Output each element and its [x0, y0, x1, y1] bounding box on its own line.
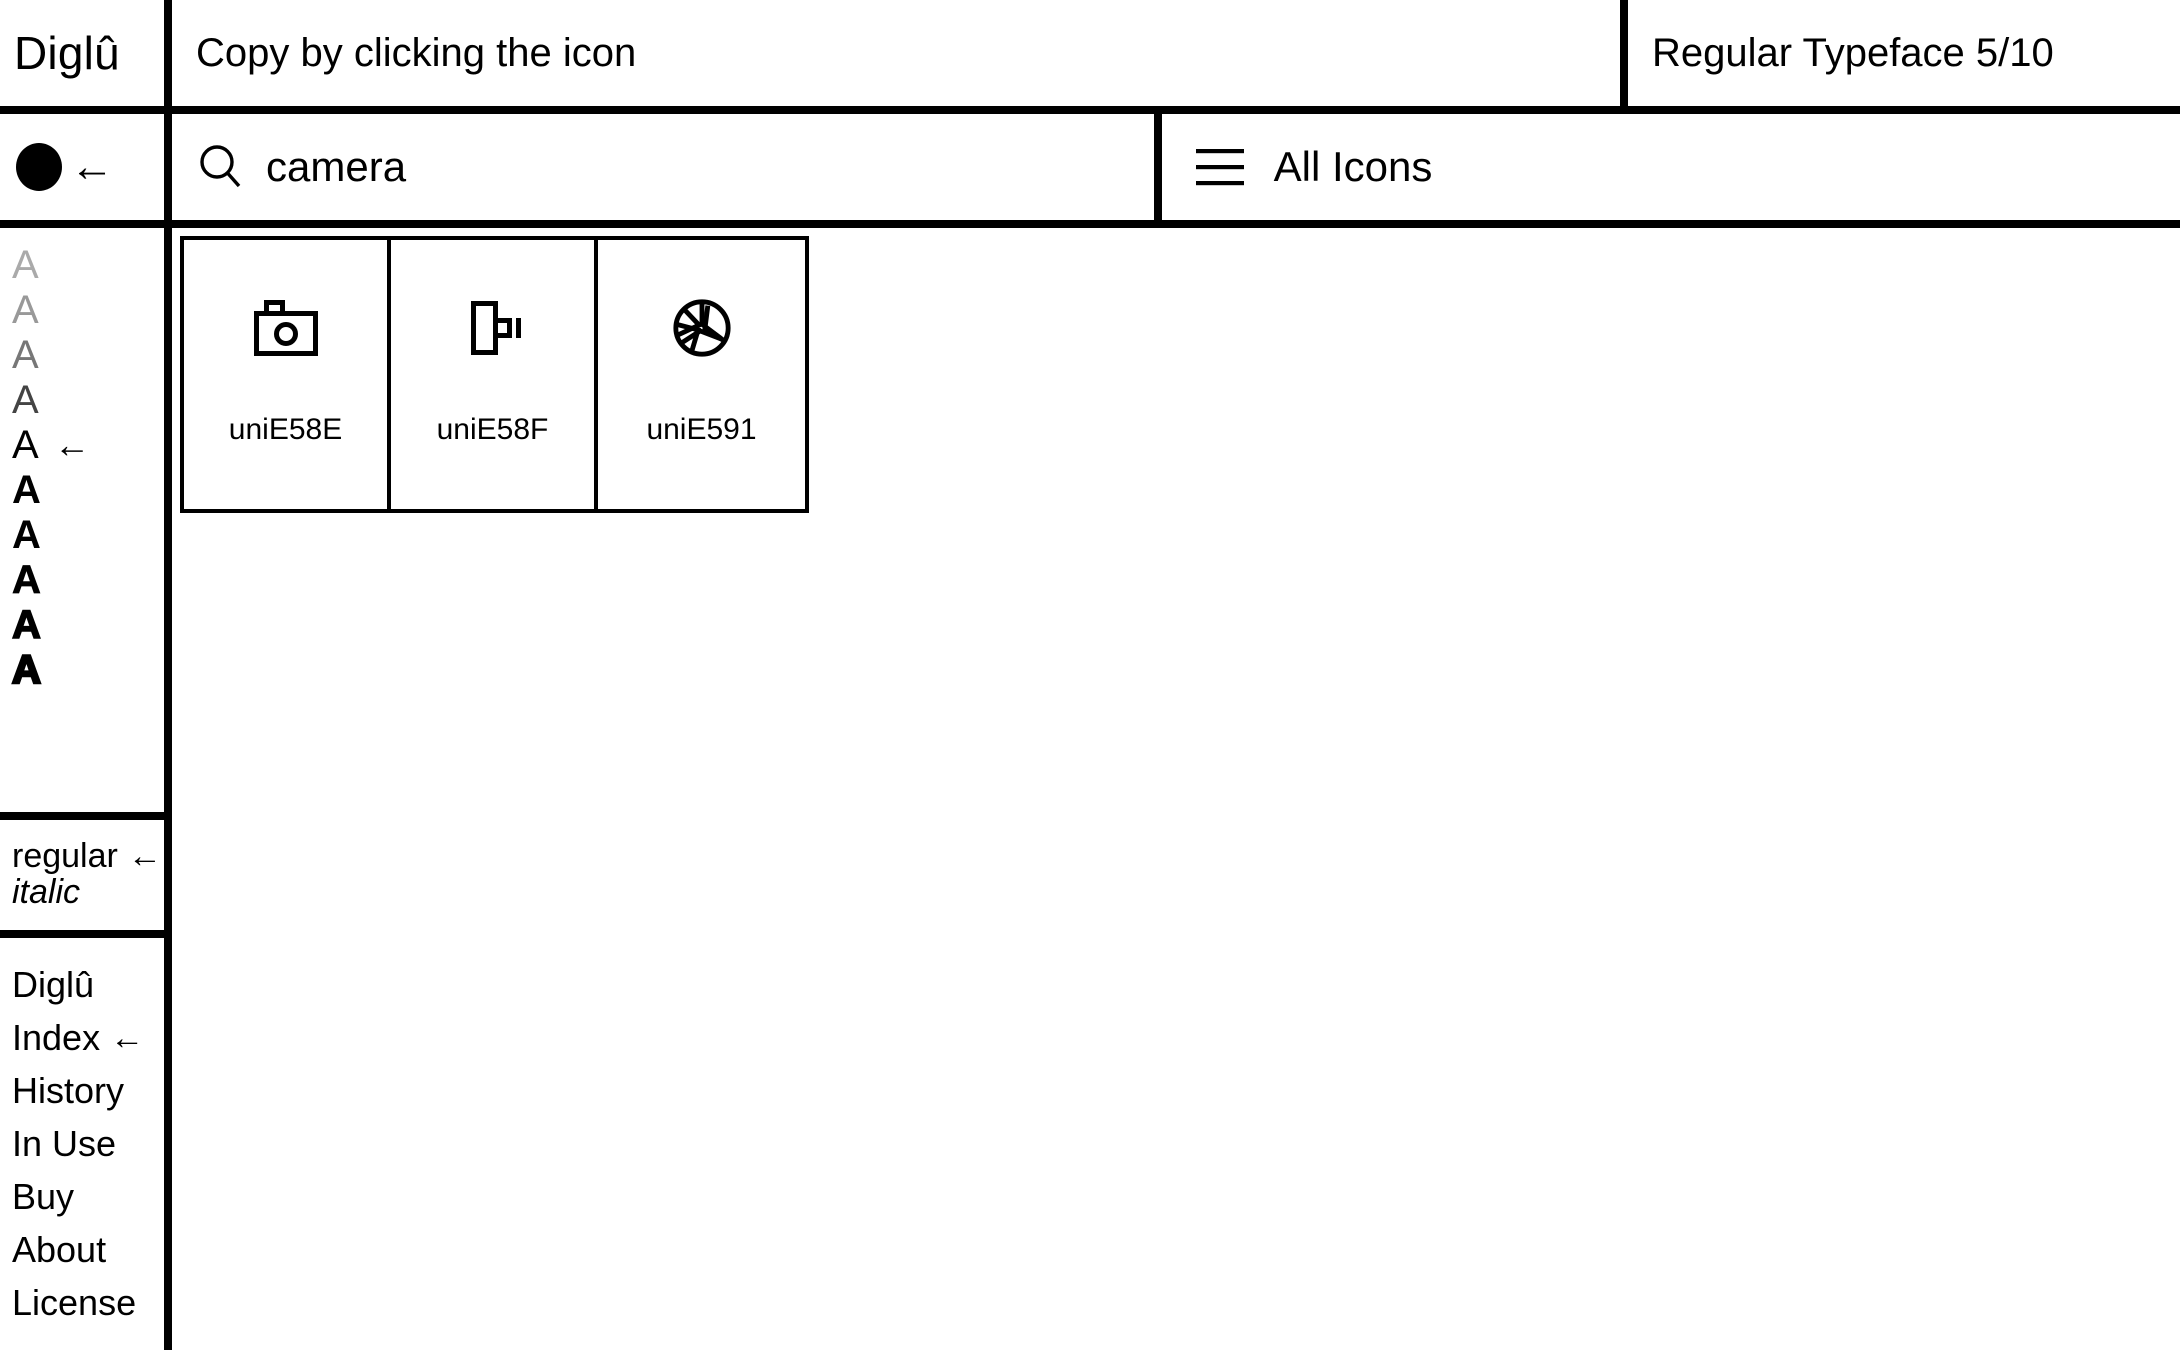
weight-selector: A A A A A ← A A A: [0, 228, 164, 820]
sidebar-item-diglu[interactable]: Diglû: [12, 958, 164, 1011]
style-selector: regular ← italic: [0, 820, 164, 938]
search-icon: [198, 144, 242, 190]
style-option-regular[interactable]: regular ←: [12, 838, 164, 874]
typeface-status-label: Regular Typeface 5/10: [1652, 31, 2054, 75]
weight-option-2[interactable]: A: [12, 287, 164, 332]
search-row: ← camera All Icons: [0, 114, 2180, 228]
weight-glyph: A: [12, 512, 41, 557]
weight-glyph: A: [12, 377, 39, 422]
back-arrow-icon[interactable]: ←: [70, 142, 114, 191]
sidebar-item-label: Diglû: [12, 963, 95, 1005]
selected-arrow-icon: ←: [110, 1018, 145, 1057]
sidebar-item-license[interactable]: License: [12, 1276, 164, 1329]
icon-name-label: uniE591: [646, 413, 757, 446]
weight-glyph: A: [12, 467, 41, 512]
sidebar-item-label: History: [12, 1069, 125, 1111]
sidebar-item-label: License: [12, 1281, 137, 1323]
results-area: uniE58E uniE58F: [180, 236, 2180, 1350]
sidebar-item-buy[interactable]: Buy: [12, 1170, 164, 1223]
icon-card-camera[interactable]: uniE58E: [184, 240, 391, 509]
style-label: regular: [12, 837, 118, 875]
sidebar-item-label: Buy: [12, 1175, 75, 1217]
weight-glyph: A: [11, 647, 42, 692]
weight-option-7[interactable]: A: [12, 512, 164, 557]
search-field[interactable]: camera: [172, 114, 1162, 220]
weight-glyph: A: [11, 602, 41, 647]
weight-glyph: A: [12, 422, 39, 467]
filter-selector[interactable]: All Icons: [1162, 114, 2180, 220]
sidebar-item-in-use[interactable]: In Use: [12, 1117, 164, 1170]
header-hint: Copy by clicking the icon: [172, 0, 1628, 106]
weight-option-8[interactable]: A: [12, 557, 164, 602]
search-input[interactable]: camera: [266, 143, 407, 190]
selected-arrow-icon: ←: [127, 837, 162, 875]
sidebar-nav: Diglû Index ← History In Use Buy About L…: [0, 938, 164, 1350]
weight-option-6[interactable]: A: [12, 467, 164, 512]
icon-name-label: uniE58F: [436, 413, 549, 446]
back-nav-group[interactable]: ←: [0, 114, 172, 220]
icon-card-aperture[interactable]: uniE591: [598, 240, 805, 509]
sidebar-item-label: Index: [12, 1016, 101, 1058]
filter-label[interactable]: All Icons: [1273, 143, 1433, 190]
typeface-status: Regular Typeface 5/10: [1628, 0, 2180, 106]
style-label: italic: [12, 873, 81, 911]
weight-option-4[interactable]: A: [12, 377, 164, 422]
weight-glyph: A: [12, 332, 39, 377]
sidebar-item-about[interactable]: About: [12, 1223, 164, 1276]
hamburger-icon[interactable]: [1195, 148, 1244, 186]
header-hint-label: Copy by clicking the icon: [196, 31, 637, 75]
weight-option-3[interactable]: A: [12, 332, 164, 377]
selected-arrow-icon: ←: [54, 423, 90, 465]
weight-option-9[interactable]: A: [11, 602, 164, 647]
icon-card-video-camera[interactable]: uniE58F: [391, 240, 598, 509]
video-camera-icon: [462, 240, 524, 415]
icon-name-label: uniE58E: [228, 413, 343, 446]
weight-glyph: A: [12, 557, 42, 602]
icon-results-grid: uniE58E uniE58F: [180, 236, 809, 513]
weight-glyph: A: [12, 242, 39, 287]
style-option-italic[interactable]: italic: [12, 874, 164, 910]
sidebar-item-label: In Use: [12, 1122, 117, 1164]
top-header: Diglû Copy by clicking the icon Regular …: [0, 0, 2180, 114]
left-sidebar: A A A A A ← A A A: [0, 228, 172, 1350]
weight-option-10[interactable]: A: [11, 647, 164, 692]
camera-icon: [253, 240, 319, 415]
sidebar-item-label: About: [12, 1228, 107, 1270]
sidebar-item-index[interactable]: Index ←: [12, 1011, 164, 1064]
sidebar-item-history[interactable]: History: [12, 1064, 164, 1117]
circle-icon[interactable]: [16, 143, 62, 191]
brand-label: Diglû: [14, 27, 120, 79]
aperture-icon: [671, 240, 733, 415]
weight-glyph: A: [12, 287, 39, 332]
weight-option-1[interactable]: A: [12, 242, 164, 287]
weight-option-5-selected[interactable]: A ←: [12, 422, 164, 467]
brand-logo[interactable]: Diglû: [0, 0, 172, 106]
